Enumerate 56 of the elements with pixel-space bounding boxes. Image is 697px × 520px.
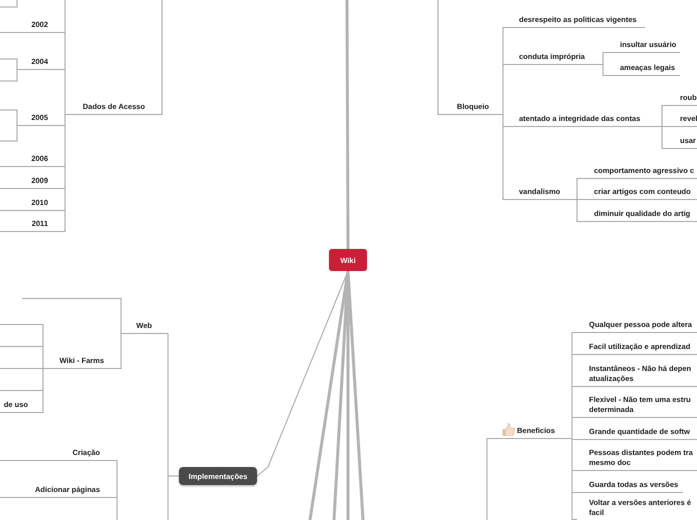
- branch-underline: [508, 53, 598, 65]
- branch-underline: [577, 481, 683, 493]
- connector-line: [60, 114, 70, 232]
- connector-line: [156, 0, 162, 115]
- branch-underline: [443, 103, 498, 115]
- connector-line: [566, 438, 578, 520]
- branch-underline: [667, 137, 697, 149]
- branch-underline: [22, 114, 60, 126]
- branch-underline: [0, 220, 60, 232]
- branch-underline: [22, 296, 116, 299]
- branch-underline: [667, 94, 697, 106]
- branch-underline: [508, 16, 645, 28]
- connector-line: [656, 126, 668, 149]
- branch-underline: [0, 401, 38, 413]
- connector-line: [116, 333, 126, 369]
- branch-underline: [22, 58, 60, 70]
- branch-underline: [577, 428, 697, 440]
- branch-underline: [0, 155, 60, 167]
- branch-underline: [577, 321, 697, 333]
- connector-line: [112, 497, 118, 520]
- branch-underline: [0, 21, 60, 33]
- connector-line: [438, 0, 444, 115]
- connector-line: [598, 64, 608, 76]
- branch-underline: [582, 188, 697, 200]
- connector-line: [572, 199, 582, 222]
- branch-underline: [0, 344, 38, 347]
- branch-underline: [508, 115, 657, 127]
- branch-underline: [577, 396, 697, 418]
- branch-underline: [608, 64, 680, 76]
- branch-underline: [0, 449, 112, 461]
- branch-underline: [577, 343, 697, 355]
- branch-underline: [508, 188, 572, 200]
- branch-underline: [0, 486, 112, 498]
- branch-underline: [582, 167, 697, 179]
- connector-line: [38, 368, 48, 413]
- connector-line: [498, 114, 508, 200]
- branch-underline: [126, 322, 163, 334]
- branch-underline: [0, 199, 60, 211]
- branch-underline: [582, 210, 697, 222]
- branch-underline: [577, 449, 697, 471]
- branch-underline: [0, 322, 38, 325]
- branch-underline: [0, 177, 60, 189]
- branch-connector: [346, 0, 350, 249]
- connector-line: [0, 69, 22, 82]
- branch-connector: [346, 270, 364, 520]
- branch-underline: [0, 366, 38, 369]
- branch-underline: [608, 41, 680, 53]
- branch-underline: [0, 388, 38, 391]
- branch-underline: [48, 357, 116, 369]
- branch-underline: [70, 103, 157, 115]
- branch-underline: [577, 365, 697, 387]
- connector-line: [0, 125, 22, 142]
- connector-line: [486, 438, 492, 520]
- connector-line: [168, 476, 180, 520]
- branch-underline: [667, 115, 697, 127]
- branch-connector: [308, 270, 350, 520]
